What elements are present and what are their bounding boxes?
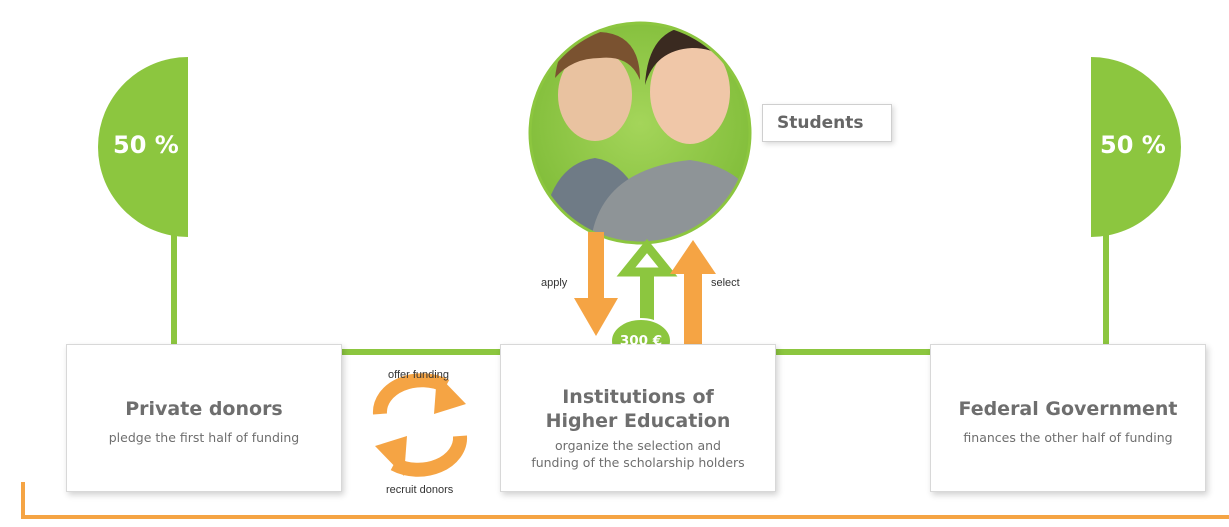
federal-government-subtitle: finances the other half of funding: [963, 430, 1173, 445]
cycle-arrows-icon: [372, 373, 468, 477]
funding-arrow-up: [616, 238, 678, 322]
federal-government-title: Federal Government: [958, 398, 1178, 420]
private-donors-box: Private donors pledge the first half of …: [66, 344, 342, 492]
amount-label: 300 €: [619, 333, 663, 349]
students-photo: [530, 23, 750, 243]
students-label: Students: [762, 104, 892, 142]
federal-share-half-disc: [1091, 57, 1181, 237]
apply-arrow: [574, 232, 618, 336]
private-share-label: 50 %: [113, 131, 179, 159]
apply-label: apply: [541, 277, 568, 289]
institutions-title: Institutions of Higher Education: [545, 386, 731, 432]
select-label: select: [711, 277, 740, 289]
offer-funding-label: offer funding: [388, 369, 449, 381]
recruit-donors-label: recruit donors: [386, 484, 454, 496]
institutions-box: Institutions of Higher Education organiz…: [500, 344, 776, 492]
private-donors-subtitle: pledge the first half of funding: [108, 430, 300, 445]
private-donors-title: Private donors: [125, 398, 283, 420]
select-arrow: [670, 240, 716, 346]
students-circle-border: [528, 21, 752, 245]
federal-share-label: 50 %: [1100, 131, 1166, 159]
green-connector-left: [171, 230, 640, 355]
green-connector-right: [640, 230, 1109, 355]
federal-government-box: Federal Government finances the other ha…: [930, 344, 1206, 492]
orange-bracket-line: [21, 482, 1229, 519]
private-share-half-disc: [98, 57, 188, 237]
institutions-subtitle: organize the selection and funding of th…: [531, 438, 745, 470]
